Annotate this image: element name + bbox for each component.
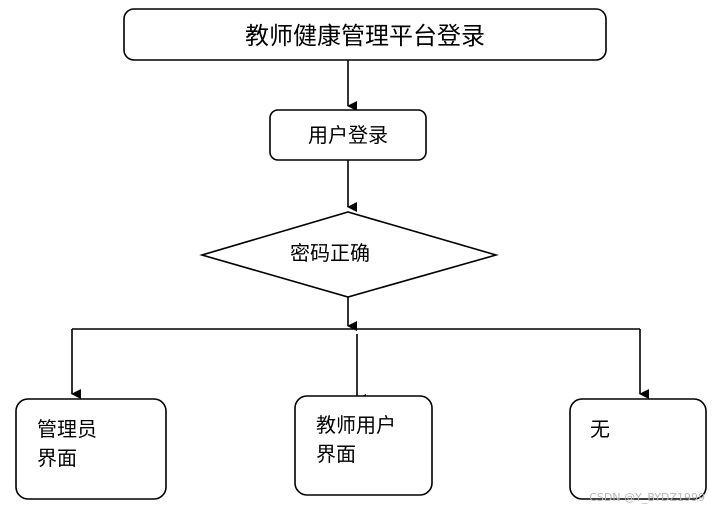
decision-label: 密码正确	[290, 241, 370, 265]
login-label: 用户登录	[308, 123, 388, 147]
admin-label-line1: 管理员	[37, 417, 97, 441]
watermark-text: CSDN @Y_BYDZ1999	[589, 491, 705, 504]
teacher-box	[294, 395, 433, 496]
admin-box	[15, 398, 167, 500]
teacher-label-line1: 教师用户	[316, 413, 396, 437]
title-label: 教师健康管理平台登录	[245, 22, 485, 50]
admin-label-line2: 界面	[37, 446, 77, 470]
none-box	[569, 398, 707, 500]
title-box	[123, 8, 607, 61]
none-label: 无	[590, 417, 610, 441]
teacher-label-line2: 界面	[316, 442, 356, 466]
